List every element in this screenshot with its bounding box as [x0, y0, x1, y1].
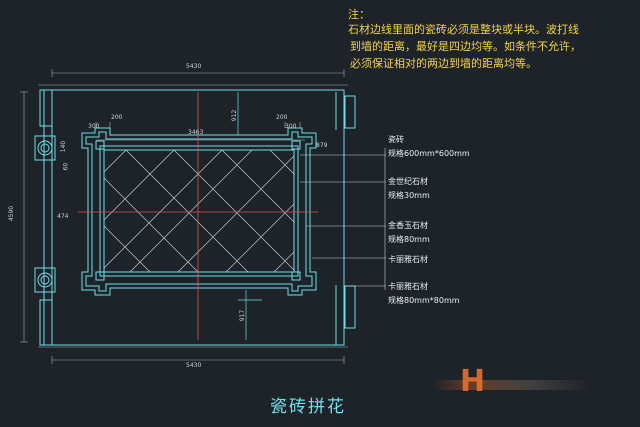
legend-karamay-1: 卡丽雅石材	[388, 255, 428, 264]
dim-inner-width: 3463	[188, 129, 204, 136]
dim-300-left: 300	[88, 123, 100, 130]
note-line: 到墙的距离，最好是四边均等。如条件不允许，	[350, 40, 581, 53]
offset-lines	[237, 92, 262, 340]
stone-border	[81, 127, 317, 296]
legend-jade-spec: 规格80mm	[388, 235, 430, 244]
watermark-logo: H	[432, 362, 592, 406]
note-title: 注：	[348, 8, 370, 21]
dim-bottom-offset: 917	[239, 309, 247, 322]
legend-tile: 瓷砖	[388, 135, 404, 144]
dim-right-879: 879	[316, 142, 328, 149]
dimension-lines	[20, 69, 348, 364]
legend-tile-spec: 规格600mm*600mm	[388, 149, 470, 158]
dim-300-right: 300	[285, 123, 297, 130]
legend-golden-century: 金世纪石材	[388, 177, 428, 186]
legend-jade: 金香玉石材	[388, 221, 428, 230]
center-axes	[78, 92, 318, 340]
dim-left-140: 140	[60, 140, 68, 153]
note-line: 石材边线里面的瓷砖必须是整块或半块。波打线	[348, 23, 579, 36]
tile-grid	[103, 149, 295, 273]
legend-karamay-2: 卡丽雅石材	[388, 282, 428, 291]
room-walls	[39, 89, 356, 346]
column-left-top	[34, 135, 56, 161]
dim-top-width: 5430	[186, 63, 202, 70]
dim-top-offset: 912	[231, 109, 239, 122]
column-left-bottom	[34, 267, 56, 293]
dim-left-474: 474	[57, 213, 69, 220]
dim-bottom-width: 5430	[186, 362, 202, 369]
drawing-title: 瓷砖拼花	[270, 397, 346, 417]
dim-left-height: 4590	[8, 205, 16, 222]
note-line: 必须保证相对的两边到墙的距离均等。	[350, 57, 537, 70]
legend-karamay-2-spec: 规格80mm*80mm	[388, 296, 460, 305]
dim-left-60: 60	[62, 162, 70, 171]
legend-golden-century-spec: 规格30mm	[388, 191, 430, 200]
leader-lines	[300, 148, 386, 290]
dim-corner-right: 200	[276, 114, 288, 121]
dim-corner-left: 200	[111, 114, 123, 121]
